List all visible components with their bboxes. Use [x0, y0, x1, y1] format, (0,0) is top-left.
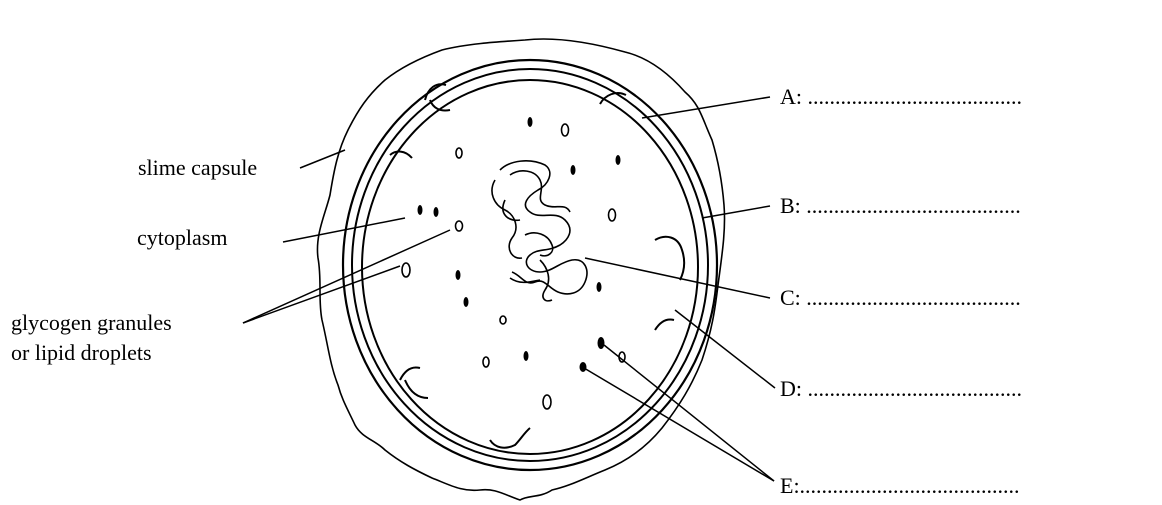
hollow-granules [402, 124, 625, 409]
label-B: B: .....................................… [780, 193, 1021, 218]
leader-slime-capsule [300, 150, 345, 168]
left-leader-lines [243, 150, 450, 323]
plasma-membrane [362, 80, 698, 454]
dark-granules [418, 117, 621, 372]
label-granules-line2: or lipid droplets [11, 340, 152, 365]
label-E: E:......................................… [780, 473, 1020, 498]
slime-capsule-outline [317, 39, 724, 500]
label-cytoplasm: cytoplasm [137, 225, 227, 250]
label-granules-line1: glycogen granules [11, 310, 172, 335]
label-C: C: .....................................… [780, 285, 1021, 310]
leader-C [585, 258, 770, 298]
right-leader-lines [584, 97, 775, 481]
label-A: A: .....................................… [780, 84, 1022, 109]
nucleoid [492, 161, 587, 301]
leader-E-1 [604, 345, 774, 481]
cell-wall-inner [352, 69, 708, 461]
label-slime-capsule: slime capsule [138, 155, 257, 180]
leader-E-2 [584, 368, 774, 481]
leader-A [642, 97, 770, 118]
membrane-infoldings [390, 84, 684, 447]
leader-B [702, 206, 770, 218]
label-D: D: .....................................… [780, 376, 1022, 401]
